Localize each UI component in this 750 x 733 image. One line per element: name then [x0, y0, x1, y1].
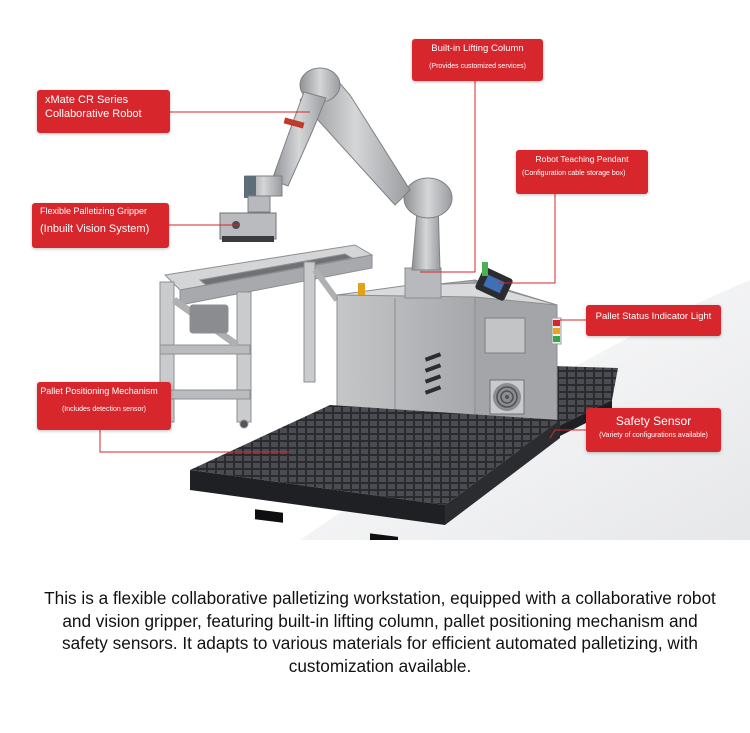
palletizing-gripper: [219, 212, 277, 242]
callout-pallet-positioning-subtitle: (Includes detection sensor): [61, 406, 147, 414]
vent-slots: [424, 352, 442, 395]
callout-indicator-light-title: Pallet Status Indicator Light: [595, 311, 712, 322]
description-text: This is a flexible collaborative palleti…: [44, 588, 716, 676]
callout-gripper: Flexible Palletizing Gripper (Inbuilt Vi…: [32, 203, 169, 248]
callout-gripper-title: Flexible Palletizing Gripper: [40, 206, 148, 216]
robot-arm: [244, 67, 453, 271]
callout-gripper-subtitle: (Inbuilt Vision System): [40, 223, 150, 236]
leader-lines: [99, 81, 586, 453]
front-pallet: [190, 405, 560, 540]
side-box: [484, 317, 526, 354]
callout-safety-sensor: Safety Sensor (Variety of configurations…: [586, 408, 721, 452]
callout-lifting-column: Built-in Lifting Column (Provides custom…: [412, 39, 543, 81]
workstation-illustration: [99, 67, 750, 540]
callout-teaching-pendant-subtitle: (Configuration cable storage box): [522, 169, 626, 177]
lifting-column: [404, 267, 442, 299]
fan-icon: [489, 379, 525, 415]
callout-pallet-positioning-title: Pallet Positioning Mechanism: [40, 386, 158, 396]
teaching-pendant-icon: [475, 262, 513, 301]
callout-robot: xMate CR Series Collaborative Robot: [37, 90, 170, 133]
callout-robot-title: xMate CR Series Collaborative Robot: [45, 94, 142, 120]
indicator-light-icon: [551, 317, 562, 345]
callout-lifting-column-subtitle: (Provides customized services): [429, 62, 526, 70]
callout-safety-sensor-title: Safety Sensor: [615, 414, 692, 428]
callout-teaching-pendant-title: Robot Teaching Pendant: [535, 154, 629, 164]
callout-indicator-light: Pallet Status Indicator Light: [586, 305, 721, 336]
callout-teaching-pendant: Robot Teaching Pendant (Configuration ca…: [516, 150, 648, 194]
callout-pallet-positioning: Pallet Positioning Mechanism (Includes d…: [37, 382, 171, 430]
callout-lifting-column-title: Built-in Lifting Column: [431, 43, 524, 54]
callout-safety-sensor-subtitle: (Variety of configurations available): [599, 432, 708, 439]
